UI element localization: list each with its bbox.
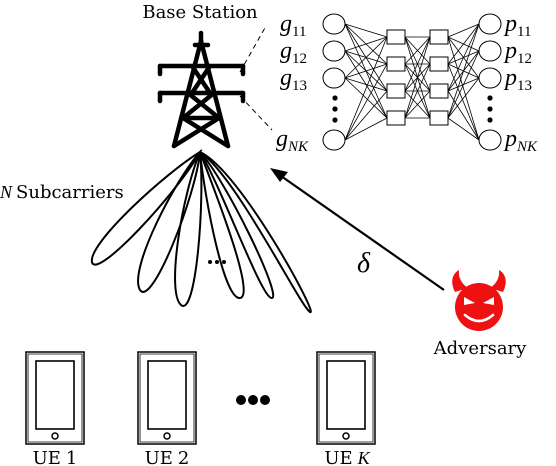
input-node [322, 129, 346, 151]
hidden-node [386, 29, 406, 45]
network-edge [344, 36, 388, 141]
network-edge [447, 90, 480, 141]
subcarrier-beams [90, 149, 312, 314]
hidden-layers [386, 29, 449, 126]
network-edge [404, 36, 431, 92]
beam-lobe [90, 149, 203, 266]
tower-icon [157, 30, 246, 149]
input-node [322, 13, 346, 35]
perturbation-arrow [270, 168, 445, 291]
network-edge [344, 117, 388, 141]
output-label: p12 [503, 38, 532, 67]
network-edge [447, 50, 480, 119]
base-station-label: Base Station [142, 2, 258, 23]
input-node [322, 40, 346, 62]
network-edge [344, 63, 388, 141]
network-edges [344, 23, 480, 141]
beam-lobe [137, 149, 202, 293]
ue-1-phone-icon [25, 351, 85, 445]
output-layer [478, 13, 502, 151]
dashed-connector-bottom [239, 95, 273, 131]
neural-network [322, 13, 502, 151]
hidden-node [429, 110, 449, 126]
ellipsis-dot [208, 260, 212, 264]
network-edge [447, 23, 480, 92]
input-node [322, 67, 346, 89]
ellipsis-dot [487, 95, 493, 101]
network-edge [447, 23, 480, 38]
ellipsis-dot [487, 117, 493, 123]
network-edge [404, 63, 431, 119]
beam-lobe [174, 151, 203, 307]
network-edge [404, 36, 431, 65]
network-edge [447, 23, 480, 119]
input-label: g12 [280, 38, 307, 67]
output-label: p13 [503, 65, 532, 94]
hidden-node [386, 56, 406, 72]
ue-2-phone-icon [137, 351, 197, 445]
hidden-node [386, 110, 406, 126]
hidden-node [386, 83, 406, 99]
output-node [478, 13, 502, 35]
network-edge [344, 77, 388, 119]
ellipsis-dot [215, 260, 219, 264]
ellipsis-dot [248, 395, 258, 405]
network-edge [344, 90, 388, 141]
network-edge [447, 77, 480, 119]
output-node [478, 67, 502, 89]
beam-lobe [199, 151, 245, 299]
ellipsis-dot [260, 395, 270, 405]
network-edge [447, 36, 480, 141]
network-edge [447, 63, 480, 141]
input-layer [322, 13, 346, 151]
ue-k-phone-icon [316, 351, 376, 445]
network-edge [344, 36, 388, 52]
ellipsis-dot [487, 106, 493, 112]
beam-lobe [199, 151, 312, 314]
input-label: gNK [276, 126, 309, 155]
network-edge [344, 36, 388, 79]
network-edge [447, 117, 480, 141]
hidden-node [429, 29, 449, 45]
ellipsis-dot [236, 395, 246, 405]
network-edge [404, 90, 431, 119]
network-edge [344, 77, 388, 92]
adversary-label: Adversary [433, 338, 528, 359]
network-edge [447, 23, 480, 65]
output-label: pNK [503, 126, 538, 155]
ellipsis-dot [332, 95, 338, 101]
hidden-node [429, 83, 449, 99]
output-node [478, 40, 502, 62]
input-label: g11 [280, 11, 306, 40]
devil-icon [452, 270, 506, 331]
ellipsis-dot [332, 117, 338, 123]
perturbation-symbol: δ [357, 248, 371, 279]
beam-lobe [199, 151, 275, 299]
output-label: p11 [503, 11, 531, 40]
output-node [478, 129, 502, 151]
ellipsis-dot [222, 260, 226, 264]
ellipsis-dot [332, 106, 338, 112]
network-edge [344, 23, 388, 38]
input-label: g13 [280, 65, 307, 94]
hidden-node [429, 56, 449, 72]
network-edge [344, 63, 388, 79]
network-edge [404, 36, 431, 119]
